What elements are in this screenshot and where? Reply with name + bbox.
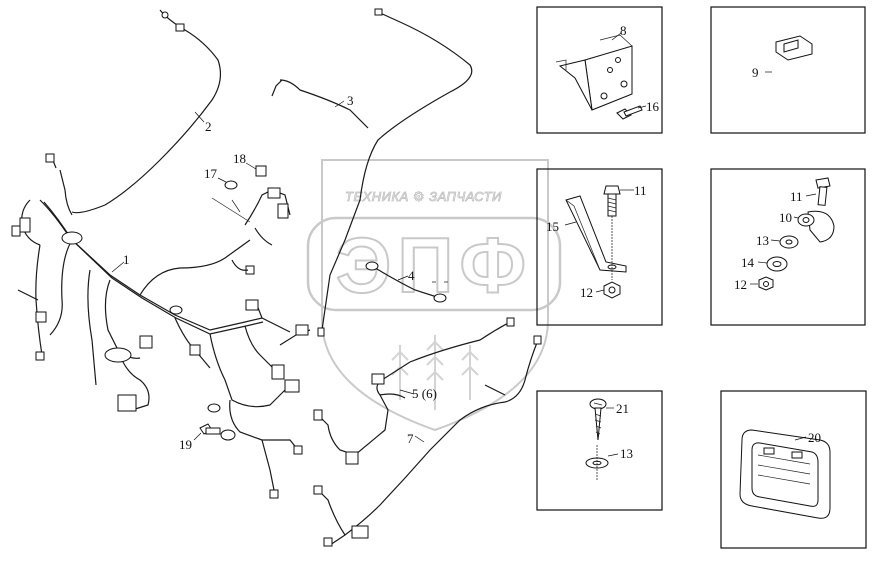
harness-5-6 <box>313 317 515 465</box>
callout-9: 9 <box>752 65 759 80</box>
callout-7: 7 <box>407 431 414 446</box>
callout-15: 15 <box>546 219 559 234</box>
bolt-19-icon <box>193 423 236 441</box>
callout-13-b: 13 <box>620 446 633 461</box>
harness-2 <box>71 9 222 214</box>
callout-5-6: 5 (6) <box>412 386 437 401</box>
callout-11-a: 11 <box>634 183 647 198</box>
screw-21-icon <box>589 398 614 441</box>
nut-12-icon-b <box>750 276 774 291</box>
washer-14-icon <box>757 256 788 272</box>
callout-19: 19 <box>179 437 192 452</box>
bracket-8-icon <box>555 32 633 111</box>
callout-12-a: 12 <box>580 285 593 300</box>
callout-18: 18 <box>233 151 246 166</box>
watermark-logo-frame <box>306 216 562 312</box>
callout-10: 10 <box>779 210 792 225</box>
callout-1: 1 <box>123 252 130 267</box>
harness-3 <box>271 8 473 337</box>
callout-20: 20 <box>808 430 821 445</box>
callout-8: 8 <box>620 23 627 38</box>
ground-cable-4 <box>365 261 448 303</box>
detail-box-bracket-15 <box>536 168 663 326</box>
bolt-11-icon-a <box>603 185 634 280</box>
callout-13-a: 13 <box>756 233 769 248</box>
detail-box-grommet-20 <box>720 390 867 549</box>
bolt-18-icon <box>245 162 267 177</box>
detail-box-bracket-8 <box>536 6 663 134</box>
callout-11-b: 11 <box>790 189 803 204</box>
callout-17: 17 <box>204 166 218 181</box>
bolt-11-icon-b <box>805 177 831 206</box>
bolt-16-icon <box>616 105 647 120</box>
detail-box-screw-21 <box>536 390 663 511</box>
washer-17-icon <box>211 177 251 223</box>
washer-13-icon <box>770 235 799 249</box>
detail-box-clamp-10 <box>710 168 866 326</box>
main-harness-1 <box>11 153 311 499</box>
callout-12-b: 12 <box>734 277 747 292</box>
grommet-20-icon <box>739 429 831 519</box>
washer-13-icon-b <box>585 445 619 480</box>
callout-2: 2 <box>205 119 212 134</box>
callout-4: 4 <box>408 268 415 283</box>
watermark-top-text: ТЕХНИКА ⚙ ЗАПЧАСТИ <box>345 189 502 204</box>
bracket-15-icon <box>564 195 627 273</box>
callout-16: 16 <box>646 99 660 114</box>
watermark-shield <box>321 159 549 432</box>
callout-21: 21 <box>616 401 629 416</box>
harness-7 <box>313 335 542 547</box>
callout-3: 3 <box>347 93 354 108</box>
detail-box-clamp-9 <box>710 6 866 134</box>
nut-12-icon-a <box>595 281 621 299</box>
watermark-wheat-icon <box>391 335 479 410</box>
callout-14: 14 <box>741 255 755 270</box>
callout-labels: 1 2 3 4 5 (6) 7 8 9 10 11 11 12 12 13 13… <box>123 23 821 461</box>
clamp-9-icon <box>765 35 818 86</box>
clamp-10-icon <box>793 210 835 243</box>
harness-branch-17-18 <box>231 187 291 275</box>
